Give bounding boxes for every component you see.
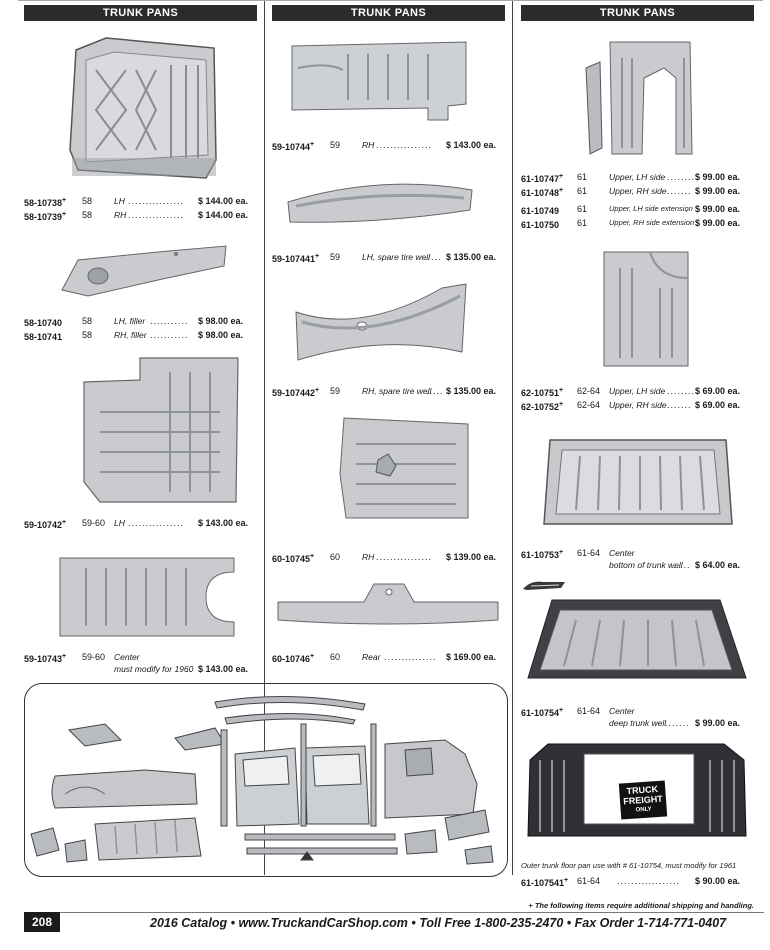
spare-tire-well-rh-image — [295, 283, 467, 361]
trunk-well-bottom-image — [543, 439, 733, 525]
page-number: 208 — [24, 912, 60, 932]
trunk-pan-60-rear-image — [277, 583, 499, 625]
trunk-pan-59-60-center-image — [59, 557, 235, 637]
upper-side-panel-61-image — [585, 41, 693, 155]
trunk-pan-60-rh-image — [339, 417, 469, 519]
header-col1: TRUNK PANS — [24, 5, 257, 21]
deep-trunk-well-image — [527, 599, 747, 679]
header-col2: TRUNK PANS — [272, 5, 505, 21]
truck-freight-only-badge: TRUCK FREIGHT ONLY — [618, 780, 668, 820]
part-entry: 61-10754+ 61-64 Center deep trunk well .… — [521, 706, 741, 728]
spare-tire-well-lh-image — [287, 183, 473, 223]
part-entry: 59-10743+ 59-60 Center must modify for 1… — [24, 652, 249, 674]
footer-rule — [24, 912, 764, 913]
trunk-pan-58-image — [69, 37, 217, 179]
brand-logo-image — [523, 581, 565, 590]
exploded-body-diagram — [30, 695, 494, 865]
filler-panel-58-image — [61, 245, 227, 297]
outer-trunk-floor-caption: Outer trunk floor pan use with # 61-1075… — [521, 861, 737, 870]
shipping-footnote: + The following items require additional… — [528, 901, 754, 910]
header-col3: TRUNK PANS — [521, 5, 754, 21]
trunk-pan-59-rh-image — [291, 41, 467, 121]
top-rule — [18, 0, 763, 1]
column-divider-2 — [512, 0, 513, 875]
footer-contact-line: 2016 Catalog • www.TruckandCarShop.com •… — [150, 916, 727, 930]
body-panels-diagram — [24, 683, 508, 877]
part-entry: 61-10753+ 61-64 Center bottom of trunk w… — [521, 548, 741, 570]
trunk-pan-59-60-lh-image — [83, 357, 239, 503]
column-divider-1 — [264, 0, 265, 875]
upper-side-panel-62-64-image — [603, 251, 689, 367]
